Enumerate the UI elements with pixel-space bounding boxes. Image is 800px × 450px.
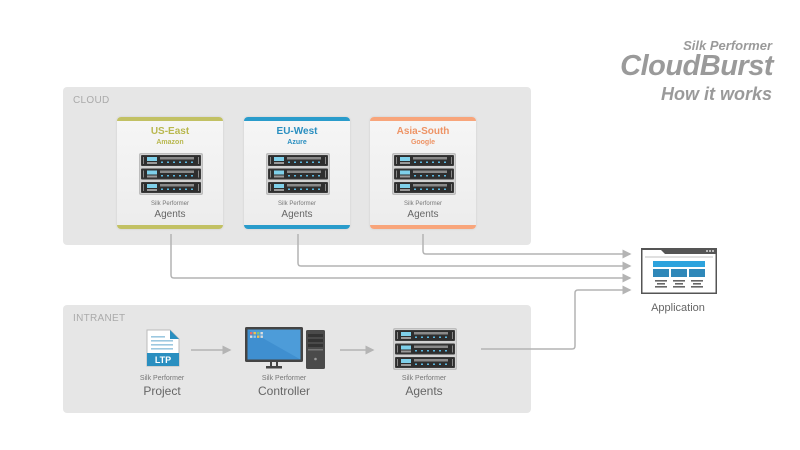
ltp-file-icon[interactable]: LTP [146, 329, 180, 367]
region-name: US-East [150, 126, 190, 137]
controller-computer-icon[interactable] [245, 327, 327, 369]
product-name: Silk Performer [683, 38, 772, 53]
cloud-card-eu-west[interactable]: EU-West Azure Silk Performer Agents [244, 117, 350, 229]
server-rack-icon [139, 153, 203, 195]
file-badge: LTP [155, 355, 171, 365]
intranet-server-rack-icon[interactable] [393, 328, 457, 370]
controller-product: Silk Performer [261, 375, 307, 382]
agent-name: Agents [154, 209, 186, 220]
agent-product: Silk Performer [150, 201, 189, 207]
card-accent-bottom [244, 225, 350, 229]
server-rack-icon [392, 153, 456, 195]
region-name: EU-West [276, 126, 318, 137]
controller-label: Controller [257, 384, 311, 398]
card-accent-top [244, 117, 350, 121]
server-rack-icon [266, 153, 330, 195]
cloud-card-asia-south[interactable]: Asia-South Google Silk Performer Agents [370, 117, 476, 229]
project-label: Project [143, 384, 181, 398]
connector-intranet-agents [481, 285, 632, 350]
card-accent-top [117, 117, 223, 121]
intranet-zone-label: INTRANET [73, 313, 126, 324]
application-browser-icon[interactable] [641, 248, 717, 294]
provider-name: Azure [287, 139, 307, 146]
cloud-zone-label: CLOUD [73, 95, 110, 106]
provider-name: Amazon [156, 139, 184, 146]
agent-name: Agents [407, 209, 439, 220]
application-label: Application [651, 302, 705, 314]
connector-asia-south [422, 234, 632, 259]
page-title: CloudBurst [620, 50, 773, 82]
agent-name: Agents [281, 209, 313, 220]
page-subtitle: How it works [660, 84, 772, 104]
cloud-card-us-east[interactable]: US-East Amazon Silk Performer Agents [117, 117, 223, 229]
card-accent-bottom [370, 225, 476, 229]
connector-us-east [170, 234, 632, 283]
region-name: Asia-South [396, 126, 450, 137]
provider-name: Google [410, 139, 436, 146]
agent-product: Silk Performer [277, 201, 316, 207]
intranet-agents-product: Silk Performer [401, 375, 447, 382]
agent-product: Silk Performer [403, 201, 442, 207]
project-product: Silk Performer [139, 375, 185, 382]
card-accent-bottom [117, 225, 223, 229]
connector-eu-west [297, 234, 632, 271]
intranet-agents-label: Agents [405, 384, 443, 398]
card-accent-top [370, 117, 476, 121]
